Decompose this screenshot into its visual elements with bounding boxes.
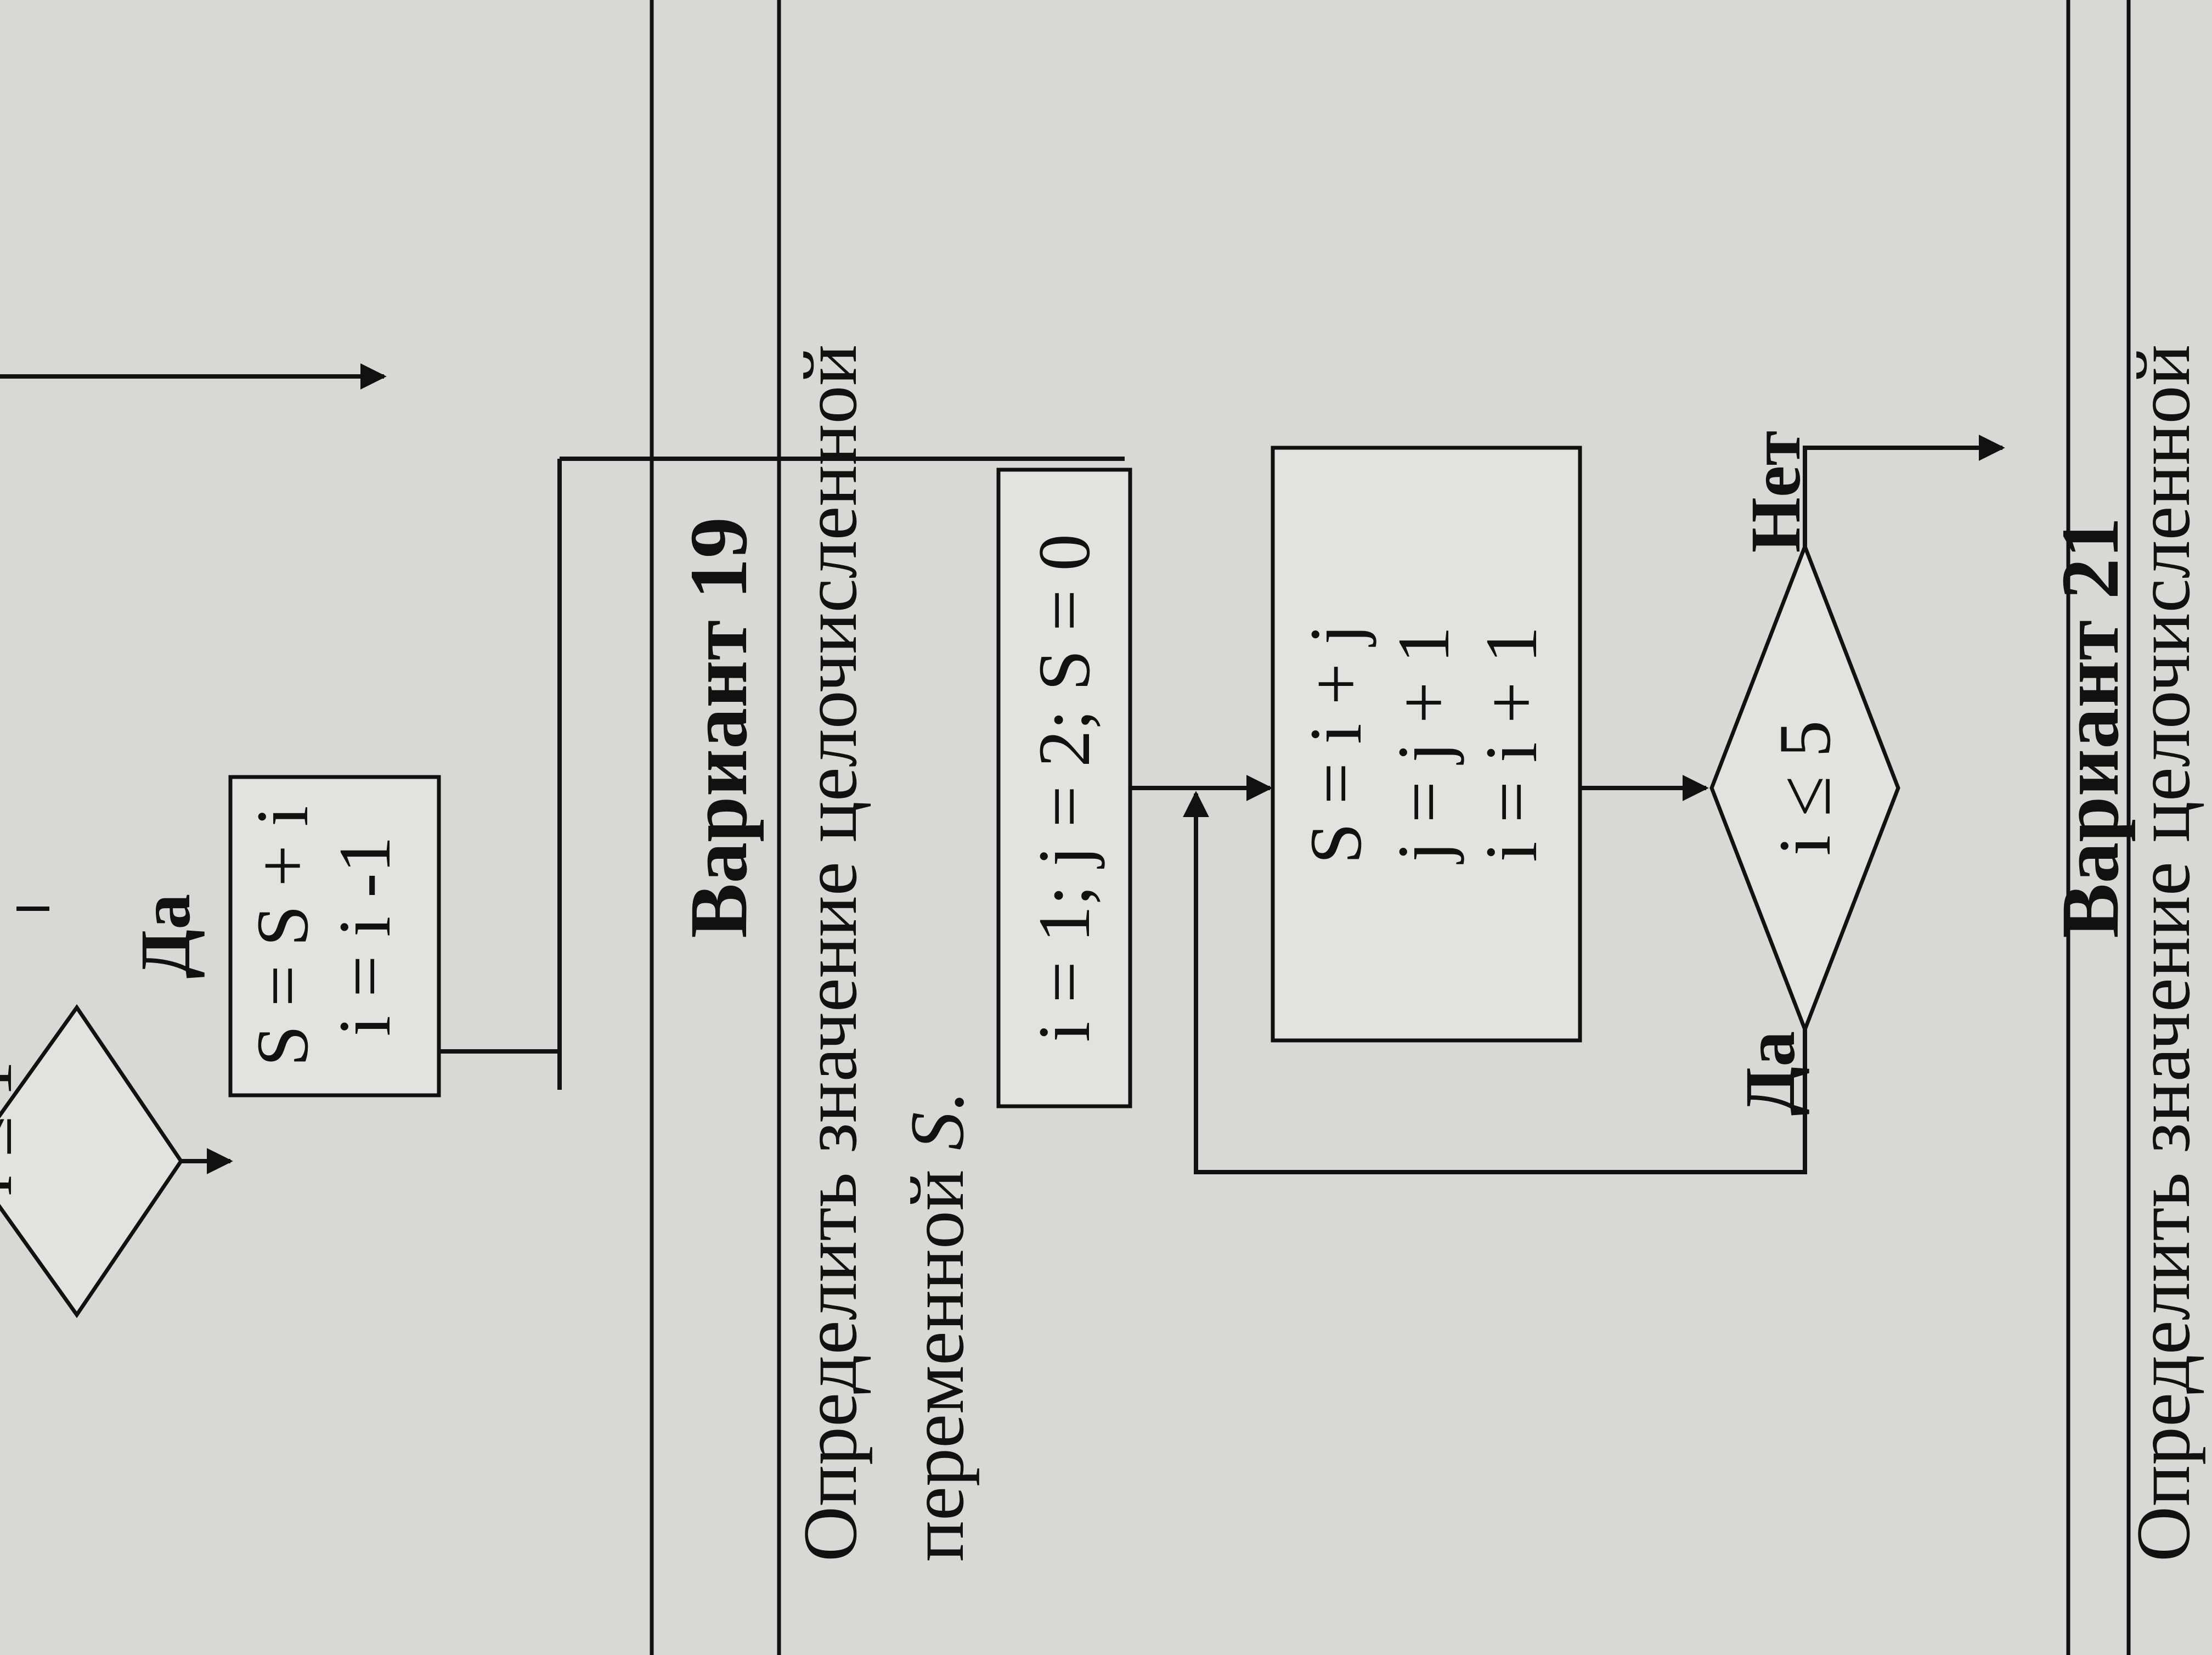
variant-19: Вариант 19 Определить значение целочисле… bbox=[673, 345, 2005, 1562]
previous-variant-fragment: i ≤ 1 Да S = S + i i = i -1 bbox=[0, 363, 1125, 1319]
variant-19-decision-diamond bbox=[1709, 541, 1900, 1035]
variant-19-process-line-1: S = i + j bbox=[1295, 624, 1377, 864]
variant-19-process-line-3: i = i + 1 bbox=[1471, 626, 1553, 862]
previous-yes-label: Да bbox=[126, 894, 205, 978]
variant-19-process-line-2: j = j + 1 bbox=[1383, 626, 1465, 864]
previous-process-line-2: i = i -1 bbox=[324, 836, 406, 1037]
previous-process-line-1: S = S + i bbox=[242, 806, 324, 1067]
variant-19-no-label: Нет bbox=[1736, 431, 1815, 553]
variant-21-task-line-1: Определить значение целочисленной bbox=[2121, 345, 2206, 1562]
variant-19-init-text: i = 1; j = 2; S = 0 bbox=[1024, 534, 1105, 1042]
variant-19-task-line-1: Определить значение целочисленной bbox=[788, 345, 873, 1562]
previous-process-box bbox=[228, 775, 441, 1097]
variant-19-process-box bbox=[1271, 446, 1582, 1043]
previous-condition-text: i ≤ 1 bbox=[0, 1061, 27, 1196]
variant-21: Вариант 21 Определить значение целочисле… bbox=[2045, 345, 2206, 1562]
variant-19-yes-label: Да bbox=[1731, 1031, 1810, 1116]
previous-loop-line bbox=[439, 1049, 562, 1090]
variant-19-title: Вариант 19 bbox=[673, 517, 764, 938]
variant-19-condition-text: i ≤ 5 bbox=[1764, 720, 1846, 856]
variant-19-yes-loop-arrow bbox=[1183, 791, 1807, 1174]
variant-19-no-exit-arrow bbox=[1803, 435, 2005, 547]
variant-21-title: Вариант 21 bbox=[2045, 517, 2136, 938]
variant-19-task-line-2: переменной S. bbox=[895, 1093, 980, 1562]
